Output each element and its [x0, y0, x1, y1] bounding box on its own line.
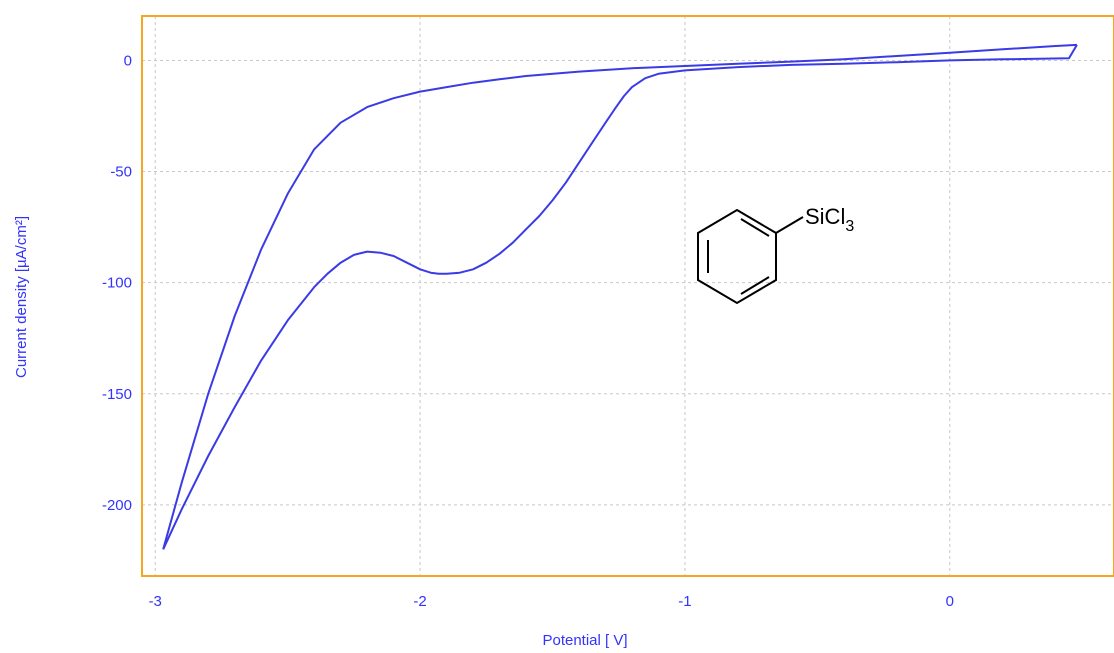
plot-frame	[141, 15, 1114, 577]
sicl3-label: SiCl3	[805, 204, 854, 235]
y-tick-label: -200	[102, 497, 132, 514]
phenyl-structure: SiCl3	[697, 204, 854, 305]
ring-inner-bond-3	[740, 276, 770, 295]
y-tick-label: -100	[102, 275, 132, 292]
ring-inner-bond-2	[740, 218, 770, 237]
x-tick-labels: -3 -2 -1 0	[149, 593, 954, 610]
x-axis-title: Potential [ V]	[542, 632, 627, 649]
y-axis-title: Current density [µA/cm²]	[13, 216, 30, 378]
reverse-scan-line	[162, 43, 1077, 550]
grid-lines	[142, 16, 1114, 576]
forward-scan-line	[162, 44, 1078, 550]
y-tick-label: -150	[102, 386, 132, 403]
benzene-ring	[697, 208, 777, 305]
sicl-text: SiCl	[805, 204, 845, 229]
y-tick-label: 0	[124, 52, 132, 69]
subscript-3: 3	[845, 218, 854, 235]
si-bond	[775, 216, 804, 234]
x-tick-label: -3	[149, 593, 162, 610]
y-tick-label: -50	[110, 164, 132, 181]
x-tick-label: -1	[678, 593, 691, 610]
curve-layer	[162, 43, 1078, 550]
y-tick-labels: 0 -50 -100 -150 -200	[102, 52, 132, 513]
x-tick-label: 0	[946, 593, 954, 610]
x-tick-label: -2	[413, 593, 426, 610]
